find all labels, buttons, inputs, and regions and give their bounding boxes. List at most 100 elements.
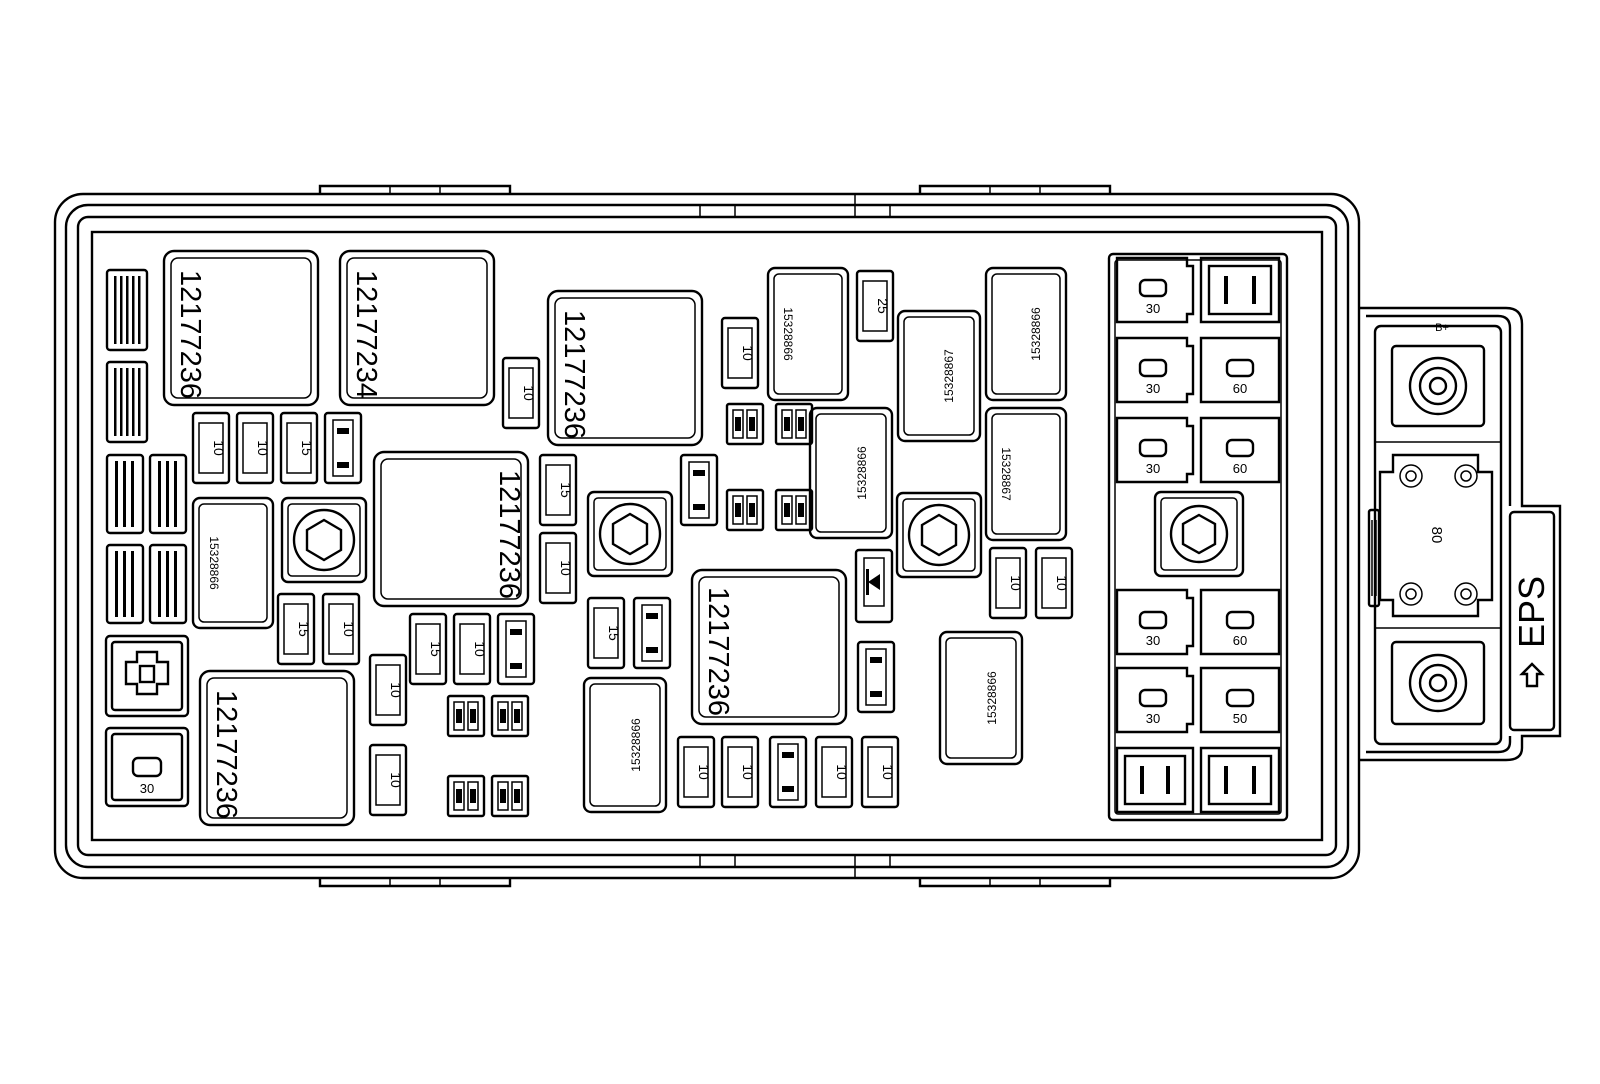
fuse-7-rating: 10: [740, 345, 756, 361]
jcase-fuse-1-rating: 30: [1146, 301, 1160, 316]
jcase-fuse-8: 30: [1115, 666, 1195, 734]
b-plus-stud-icon: [1390, 344, 1486, 428]
mini-relay-5: 15328866: [808, 406, 894, 540]
terminal-pair-8: [490, 774, 530, 818]
fuse-10-rating: 10: [341, 621, 357, 637]
relay-1: 12177236: [162, 249, 320, 407]
relay-6: 12177236: [198, 669, 356, 827]
jcase-fuse-left: 30: [104, 726, 190, 808]
mini-relay-6-part-number: 15328867: [999, 447, 1013, 501]
edge-slot-4: [148, 453, 188, 535]
housing: [53, 184, 1361, 888]
relay-4: 12177236: [372, 450, 530, 608]
jcase-fuse-5: 60: [1199, 416, 1281, 484]
edge-slot-1: [105, 268, 149, 352]
mini-relay-1-part-number: 15328866: [207, 536, 221, 590]
jcase-fuse-6: 30: [1115, 588, 1195, 656]
jcase-fuse-block: 30 30 60 30 60: [1107, 252, 1289, 822]
jcase-fuse-7: 60: [1199, 588, 1281, 656]
fuse-18: 10: [814, 735, 854, 809]
jcase-center-bolt: [1153, 490, 1245, 578]
mini-relay-2: 15328866: [766, 266, 850, 402]
fuse-12: 15: [408, 612, 448, 686]
terminal-pair-3: [725, 488, 765, 532]
jcase-fuse-4-rating: 30: [1146, 461, 1160, 476]
diode-cavity: [854, 548, 894, 624]
edge-slot-6: [148, 543, 188, 625]
fuse-1-rating: 10: [211, 440, 227, 456]
mini-relay-4: 15328866: [984, 266, 1068, 402]
mini-relay-8: 15328866: [582, 676, 668, 814]
terminal-pair-7: [446, 774, 486, 818]
mega-fuse-rating: 80: [1428, 527, 1445, 544]
b-plus-label: B+: [1435, 322, 1449, 334]
fuse-4: 10: [501, 356, 541, 430]
jcase-fuse-3-rating: 60: [1233, 381, 1247, 396]
fuse-16: 10: [676, 735, 716, 809]
mini-relay-5-part-number: 15328866: [855, 446, 869, 500]
relay-1-part-number: 12177236: [174, 270, 206, 399]
fuse-19: 10: [860, 735, 900, 809]
fuse-17: 10: [720, 735, 760, 809]
fuse-18-rating: 10: [834, 764, 850, 780]
relay-2: 12177234: [338, 249, 496, 407]
fuse-20-rating: 10: [1008, 575, 1024, 591]
fuse-9-rating: 25: [875, 298, 891, 314]
edge-slot-5: [105, 543, 145, 625]
terminal-pairs: [446, 402, 814, 818]
mini-relay-1: 15328866: [191, 496, 275, 630]
fuse-5: 15: [538, 453, 578, 527]
mini-relay-2-part-number: 15328866: [781, 307, 795, 361]
jcase-fuse-9: 50: [1199, 666, 1281, 734]
spare-slot-6: [856, 640, 896, 714]
fuse-11-rating: 10: [388, 682, 404, 698]
fuse-6-rating: 10: [558, 560, 574, 576]
edge-slot-2: [105, 360, 149, 444]
jcase-fuse-4: 30: [1115, 416, 1195, 484]
relay-2-part-number: 12177234: [350, 270, 382, 399]
mini-relay-3: 15328867: [896, 309, 982, 443]
fuse-1: 10: [191, 411, 231, 485]
fuse-8: 15: [276, 592, 316, 666]
spare-slot-5: [768, 735, 808, 809]
mini-relay-8-part-number: 15328866: [629, 718, 643, 772]
relay-3: 12177236: [546, 289, 704, 447]
fuse-13-rating: 10: [472, 641, 488, 657]
relay-5-part-number: 12177236: [702, 587, 734, 716]
mini-relay-3-part-number: 15328867: [942, 349, 956, 403]
spare-slot-3: [632, 596, 672, 670]
jcase-fuse-5-rating: 60: [1233, 461, 1247, 476]
fuse-15-rating: 10: [388, 772, 404, 788]
fuse-6: 10: [538, 531, 578, 605]
jcase-spare-1: [1199, 256, 1281, 324]
eps-stud-icon: [1390, 640, 1486, 726]
fuse-16-rating: 10: [696, 764, 712, 780]
fuse-21: 10: [1034, 546, 1074, 620]
fuse-7: 10: [720, 316, 760, 390]
mega-fuse: 80: [1378, 453, 1494, 618]
jcase-fuse-1: 30: [1115, 256, 1195, 324]
jcase-fuse-7-rating: 60: [1233, 633, 1247, 648]
mini-relay-7-part-number: 15328866: [985, 671, 999, 725]
terminal-pair-1: [725, 402, 765, 446]
fuse-17-rating: 10: [740, 764, 756, 780]
terminal-pair-6: [490, 694, 530, 738]
fuse-13: 10: [452, 612, 492, 686]
fuse-10: 10: [321, 592, 361, 666]
mini-relay-4-part-number: 15328866: [1029, 307, 1043, 361]
jcase-spare-3: [1199, 746, 1281, 814]
jcase-fuse-2-rating: 30: [1146, 381, 1160, 396]
spare-slot-1: [323, 411, 363, 485]
fuse-19-rating: 10: [880, 764, 896, 780]
fuse-9: 25: [855, 269, 895, 343]
jcase-fuse-9-rating: 50: [1233, 711, 1247, 726]
battery-terminal-housing: 80 B+ EPS: [1359, 306, 1562, 762]
terminal-pair-4: [774, 488, 814, 532]
arrow-up-icon: [1519, 662, 1545, 688]
relay-6-part-number: 12177236: [210, 690, 242, 819]
edge-slot-3: [105, 453, 145, 535]
fuse-20: 10: [988, 546, 1028, 620]
fuse-2-rating: 10: [255, 440, 271, 456]
relay-3-part-number: 12177236: [558, 310, 590, 439]
